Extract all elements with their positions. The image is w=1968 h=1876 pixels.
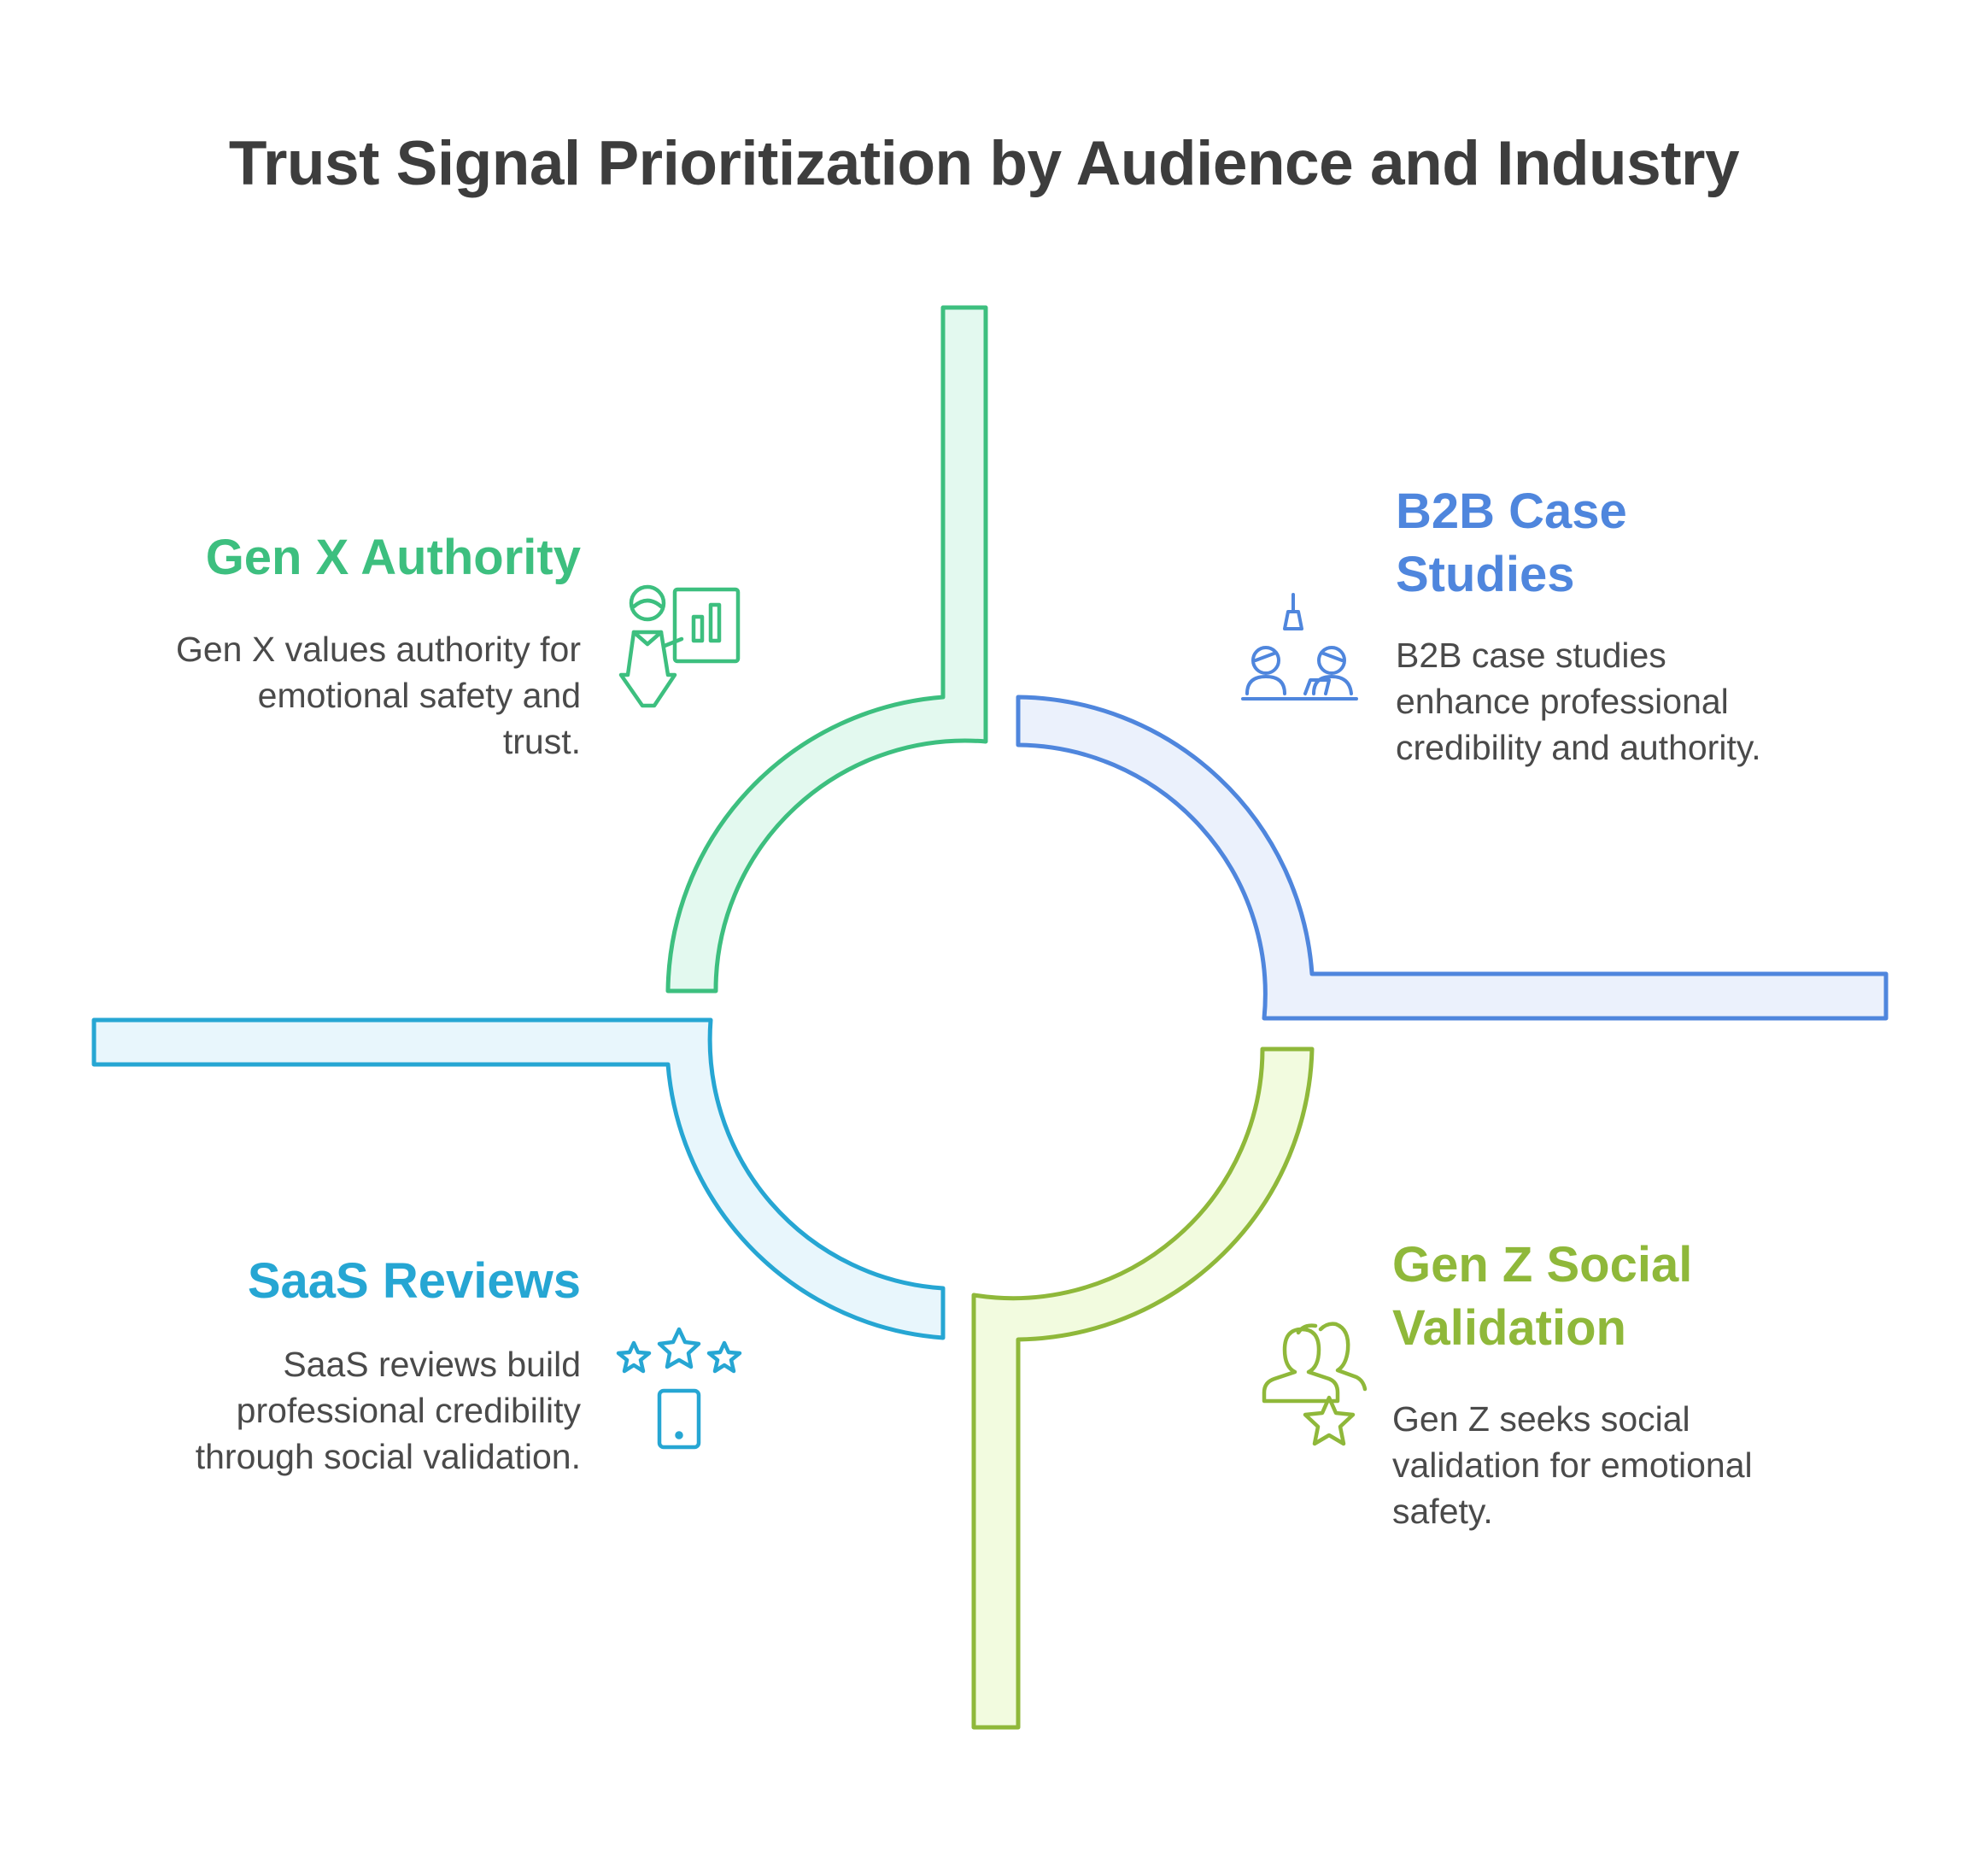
segment-gen-z [971,1046,1315,1730]
segment-saas [91,1017,946,1340]
users-star-icon [1262,1322,1368,1446]
meeting-icon [1241,593,1358,701]
segment-b2b [1016,695,1889,1021]
segment-gen-x [665,305,988,994]
desc-saas: SaaS reviews build professional credibil… [195,1345,581,1476]
heading-b2b: B2B Case Studies [1396,484,1627,602]
presenter-chart-icon [618,584,741,708]
heading-saas: SaaS Reviews [247,1253,581,1309]
desc-gen-z: Gen Z seeks social validation for emotio… [1392,1399,1753,1531]
desc-b2b: B2B case studies enhance professional cr… [1396,636,1761,767]
page-title: Trust Signal Prioritization by Audience … [228,129,1740,198]
heading-gen-x: Gen X Authority [205,530,581,585]
heading-gen-z: Gen Z Social Validation [1392,1237,1693,1356]
star-rating-phone-icon [616,1327,742,1450]
desc-gen-x: Gen X values authority for emotional saf… [175,630,581,761]
